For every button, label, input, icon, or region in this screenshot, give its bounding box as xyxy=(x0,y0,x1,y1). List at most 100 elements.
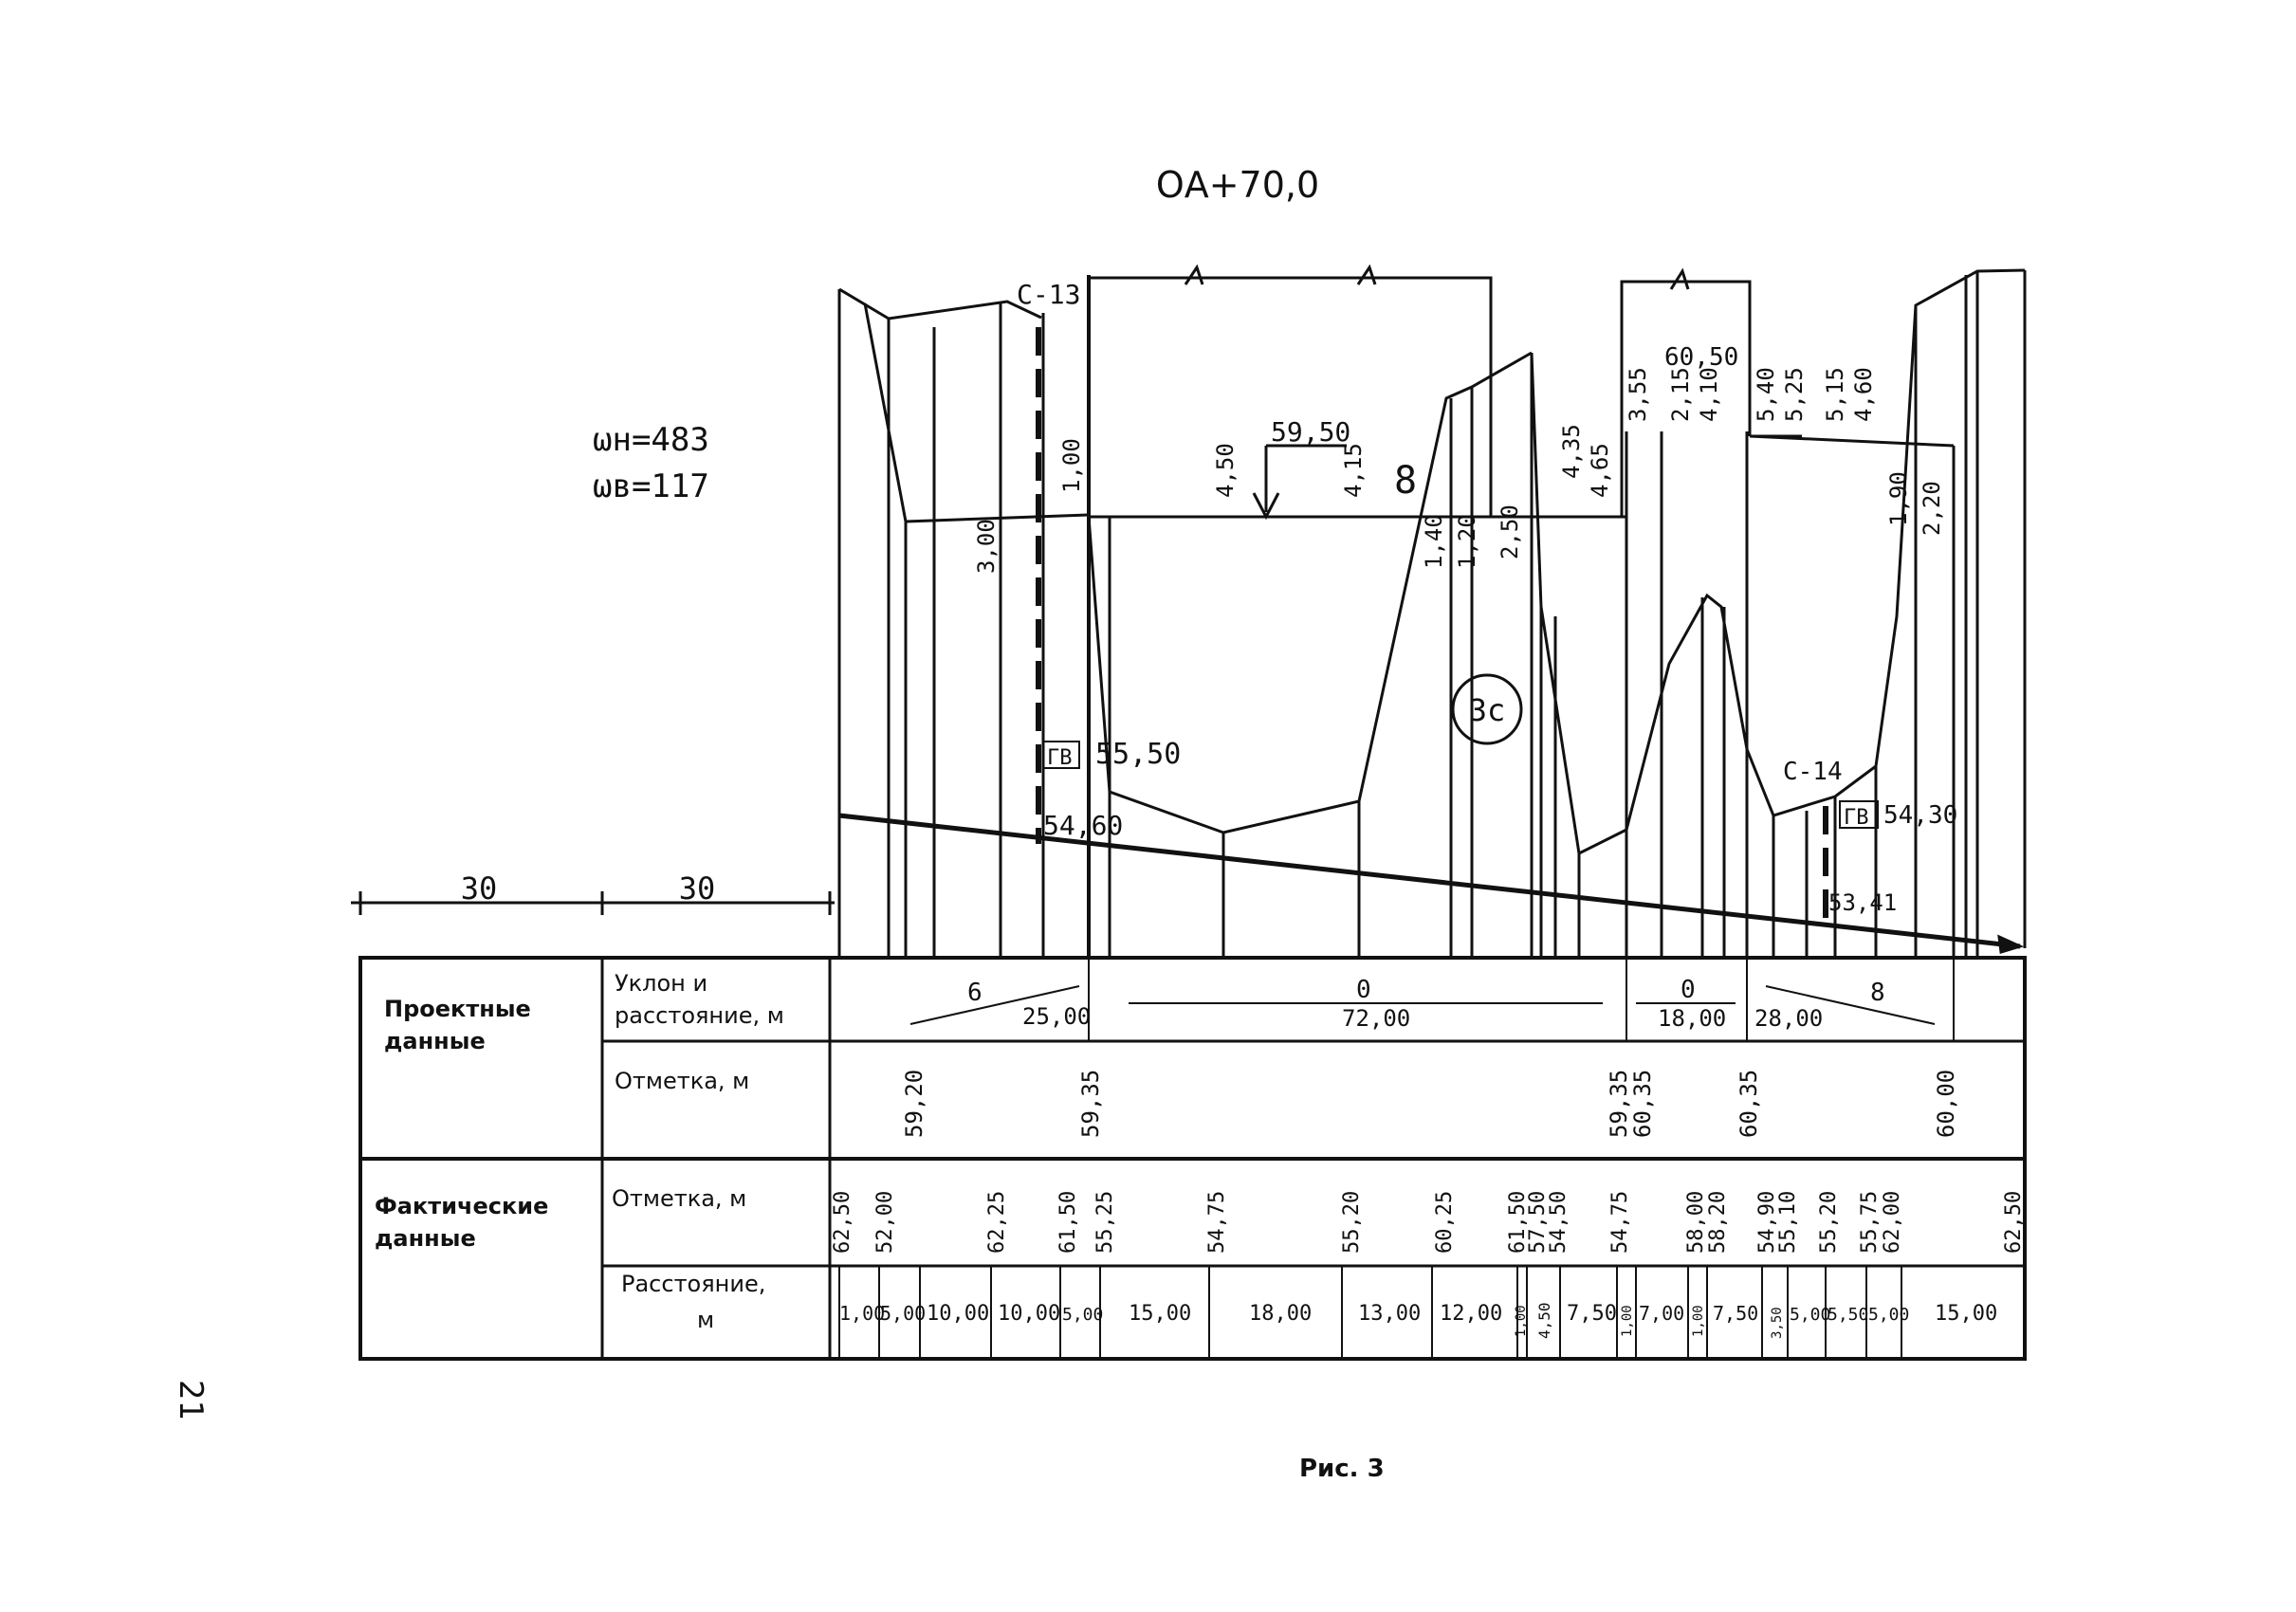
profile-linework xyxy=(837,264,2027,960)
actual-elev-4: 61,50 xyxy=(1056,1191,1080,1254)
distance-13: 1,00 xyxy=(1620,1305,1635,1337)
actual-elev-10: 57,50 xyxy=(1526,1191,1550,1254)
actual-elev-11: 54,50 xyxy=(1547,1191,1570,1254)
distance-15: 1,00 xyxy=(1691,1305,1706,1337)
label-c13: С-13 xyxy=(1017,279,1080,310)
dim-3-55: 3,55 xyxy=(1625,367,1651,422)
row-slope-line1: Уклон и xyxy=(615,970,707,997)
label-top-right-level: 60,50 xyxy=(1664,343,1738,372)
design-elev-4: 60,35 xyxy=(1629,1070,1656,1138)
group-actual-line1: Фактические xyxy=(375,1193,548,1219)
dim-2-15: 2,15 xyxy=(1667,367,1694,422)
gv-left-value: 55,50 xyxy=(1095,738,1181,771)
gv-right-label: ГВ xyxy=(1844,806,1869,830)
data-table-grid xyxy=(358,956,2027,1361)
group-design-label: Проектные данные xyxy=(384,996,539,1054)
distance-14: 7,00 xyxy=(1639,1302,1684,1325)
label-soil-number: 8 xyxy=(1394,459,1417,503)
design-elev-6: 60,00 xyxy=(1933,1070,1959,1138)
label-soil-circle: 3с xyxy=(1469,692,1506,728)
actual-elev-20: 62,50 xyxy=(2002,1191,2026,1254)
gv-right-low: 53,41 xyxy=(1828,889,1897,916)
dim-5-15: 5,15 xyxy=(1822,367,1848,422)
gv-right-value: 54,30 xyxy=(1883,801,1957,830)
row-distance-line2: м xyxy=(697,1307,714,1333)
actual-elev-6: 54,75 xyxy=(1205,1191,1229,1254)
actual-elev-13: 58,00 xyxy=(1684,1191,1708,1254)
row-distance-label: Расстояние, м xyxy=(621,1271,773,1333)
dim-4-50: 4,50 xyxy=(1212,443,1239,498)
distance-20: 5,00 xyxy=(1868,1305,1909,1325)
dim-1-00: 1,00 xyxy=(1058,438,1085,493)
row-design-elev-label: Отметка, м xyxy=(615,1068,749,1094)
row-actual-elev-label: Отметка, м xyxy=(612,1185,746,1212)
group-design-line1: Проектные xyxy=(384,996,531,1022)
actual-elev-19: 62,00 xyxy=(1881,1191,1904,1254)
dim-5-40: 5,40 xyxy=(1753,367,1779,422)
group-design-line2: данные xyxy=(384,1028,486,1054)
slope-4: 8 xyxy=(1870,979,1885,1007)
row-slope-line2: расстояние, м xyxy=(615,1002,784,1029)
slope-2-length: 72,00 xyxy=(1342,1005,1410,1032)
distance-5: 5,00 xyxy=(1062,1305,1103,1325)
row-slope-label: Уклон и расстояние, м xyxy=(615,970,784,1029)
slope-1-length: 25,00 xyxy=(1022,1003,1091,1030)
omega-n-label: ωн=483 xyxy=(593,421,709,459)
distance-17: 3,50 xyxy=(1770,1307,1785,1339)
dim-1-40: 1,40 xyxy=(1421,514,1447,569)
slope-3: 0 xyxy=(1681,976,1696,1004)
actual-elev-7: 55,20 xyxy=(1340,1191,1364,1254)
distance-19: 5,50 xyxy=(1828,1305,1868,1325)
distance-18: 5,00 xyxy=(1790,1305,1830,1325)
distance-16: 7,50 xyxy=(1713,1302,1758,1325)
design-elev-2: 59,35 xyxy=(1077,1070,1104,1138)
distance-10: 1,00 xyxy=(1514,1305,1529,1337)
group-actual-label: Фактические данные xyxy=(375,1193,557,1252)
design-elev-3: 59,35 xyxy=(1606,1070,1632,1138)
label-c14: С-14 xyxy=(1783,758,1843,786)
actual-elev-12: 54,75 xyxy=(1608,1191,1632,1254)
distance-7: 18,00 xyxy=(1249,1302,1312,1326)
group-actual-line2: данные xyxy=(375,1225,476,1252)
dim-left-30: 30 xyxy=(461,870,498,907)
water-level-marker xyxy=(1252,444,1347,521)
page-number: 21 xyxy=(172,1380,210,1420)
distance-4: 10,00 xyxy=(998,1302,1060,1326)
dim-2-20: 2,20 xyxy=(1919,481,1945,536)
actual-elev-9: 61,50 xyxy=(1506,1191,1530,1254)
slope-2: 0 xyxy=(1356,976,1371,1004)
dim-4-60: 4,60 xyxy=(1850,367,1877,422)
gv-left-box xyxy=(1042,741,1080,769)
dim-5-25: 5,25 xyxy=(1781,367,1808,422)
design-elev-5: 60,35 xyxy=(1736,1070,1762,1138)
slope-1: 6 xyxy=(967,979,983,1007)
row-distance-line1: Расстояние, xyxy=(621,1271,765,1297)
distance-6: 15,00 xyxy=(1129,1302,1191,1326)
actual-elev-14: 58,20 xyxy=(1706,1191,1730,1254)
label-water-level: 59,50 xyxy=(1271,416,1350,448)
actual-elev-8: 60,25 xyxy=(1433,1191,1457,1254)
actual-elev-17: 55,20 xyxy=(1817,1191,1841,1254)
dim-1-20: 1,20 xyxy=(1454,514,1480,569)
actual-elev-16: 55,10 xyxy=(1776,1191,1800,1254)
dim-3-00: 3,00 xyxy=(973,519,1000,574)
actual-elev-2: 52,00 xyxy=(873,1191,897,1254)
gv-left-label: ГВ xyxy=(1047,746,1073,770)
distance-11: 4,50 xyxy=(1535,1302,1553,1339)
dim-1-90: 1,90 xyxy=(1885,471,1912,526)
slope-4-length: 28,00 xyxy=(1754,1005,1823,1032)
actual-elev-18: 55,75 xyxy=(1858,1191,1882,1254)
actual-elev-5: 55,25 xyxy=(1093,1191,1117,1254)
distance-21: 15,00 xyxy=(1935,1302,1997,1326)
gv-left-low: 54,60 xyxy=(1043,810,1123,841)
soil-circle-marker xyxy=(1451,673,1523,745)
dim-2-50: 2,50 xyxy=(1497,504,1523,559)
slope-3-length: 18,00 xyxy=(1658,1005,1726,1032)
section-title: ОА+70,0 xyxy=(1156,164,1319,206)
distance-9: 12,00 xyxy=(1440,1302,1502,1326)
dim-4-10: 4,10 xyxy=(1696,367,1722,422)
distance-2: 5,00 xyxy=(880,1302,926,1325)
omega-v-label: ωв=117 xyxy=(593,467,709,505)
dim-right-30: 30 xyxy=(679,870,716,907)
